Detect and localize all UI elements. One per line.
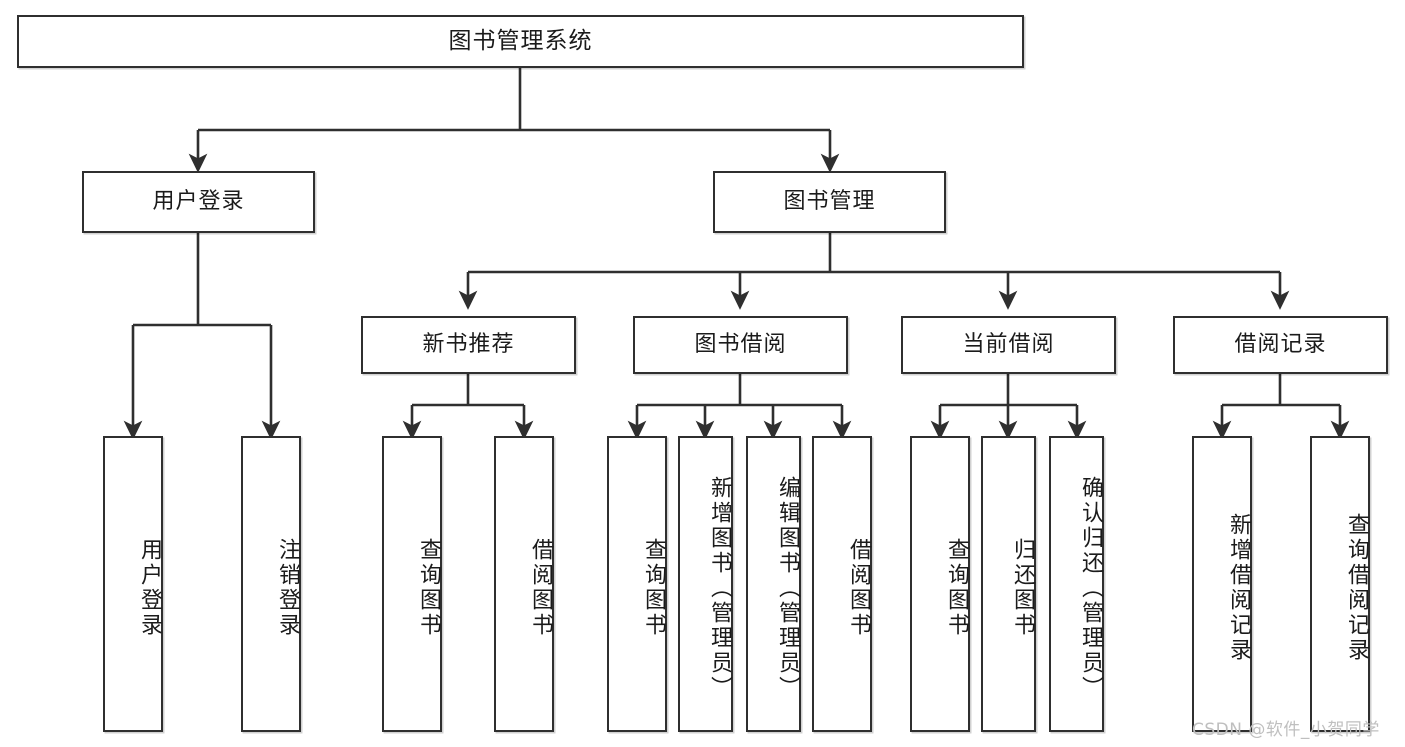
leaf-book-borrow-query[interactable]: 查询图书	[607, 436, 667, 732]
leaf-user-login-logout[interactable]: 注销登录	[241, 436, 301, 732]
node-label: 归还图书	[1010, 538, 1035, 638]
node-label: 新增借阅记录	[1226, 513, 1251, 663]
leaf-borrow-record-add[interactable]: 新增借阅记录	[1192, 436, 1252, 732]
leaf-borrow-record-query[interactable]: 查询借阅记录	[1310, 436, 1370, 732]
node-label: 借阅记录	[1234, 331, 1327, 357]
leaf-new-book-borrow[interactable]: 借阅图书	[494, 436, 554, 732]
node-new-book-recommend[interactable]: 新书推荐	[361, 316, 576, 374]
leaf-user-login-signin[interactable]: 用户登录	[103, 436, 163, 732]
node-label: 查询图书	[944, 538, 969, 638]
node-label: 新增图书（管理员）	[707, 475, 732, 701]
leaf-book-borrow-lend[interactable]: 借阅图书	[812, 436, 872, 732]
node-label: 当前借阅	[962, 331, 1055, 357]
node-label: 借阅图书	[846, 538, 871, 638]
node-label: 用户登录	[137, 538, 162, 638]
node-label: 确认归还（管理员）	[1078, 475, 1103, 701]
node-label: 查询借阅记录	[1344, 513, 1369, 663]
leaf-book-borrow-edit[interactable]: 编辑图书（管理员）	[746, 436, 801, 732]
node-label: 查询图书	[416, 538, 441, 638]
leaf-current-borrow-confirm[interactable]: 确认归还（管理员）	[1049, 436, 1104, 732]
node-root-system[interactable]: 图书管理系统	[17, 15, 1024, 68]
node-current-borrow[interactable]: 当前借阅	[901, 316, 1116, 374]
leaf-book-borrow-add[interactable]: 新增图书（管理员）	[678, 436, 733, 732]
leaf-current-borrow-return[interactable]: 归还图书	[981, 436, 1036, 732]
csdn-watermark: CSDN @软件_小贺同学	[1192, 720, 1380, 740]
node-borrow-record[interactable]: 借阅记录	[1173, 316, 1388, 374]
node-label: 查询图书	[641, 538, 666, 638]
node-label: 借阅图书	[528, 538, 553, 638]
node-user-login[interactable]: 用户登录	[82, 171, 315, 233]
node-label: 用户登录	[152, 188, 245, 214]
node-book-management[interactable]: 图书管理	[713, 171, 946, 233]
leaf-new-book-query[interactable]: 查询图书	[382, 436, 442, 732]
node-label: 新书推荐	[422, 331, 515, 357]
node-label: 注销登录	[275, 538, 300, 638]
node-label: 图书管理系统	[448, 27, 593, 54]
node-book-borrow[interactable]: 图书借阅	[633, 316, 848, 374]
leaf-current-borrow-query[interactable]: 查询图书	[910, 436, 970, 732]
node-label: 图书借阅	[694, 331, 787, 357]
node-label: 图书管理	[783, 188, 876, 214]
node-label: 编辑图书（管理员）	[775, 475, 800, 701]
